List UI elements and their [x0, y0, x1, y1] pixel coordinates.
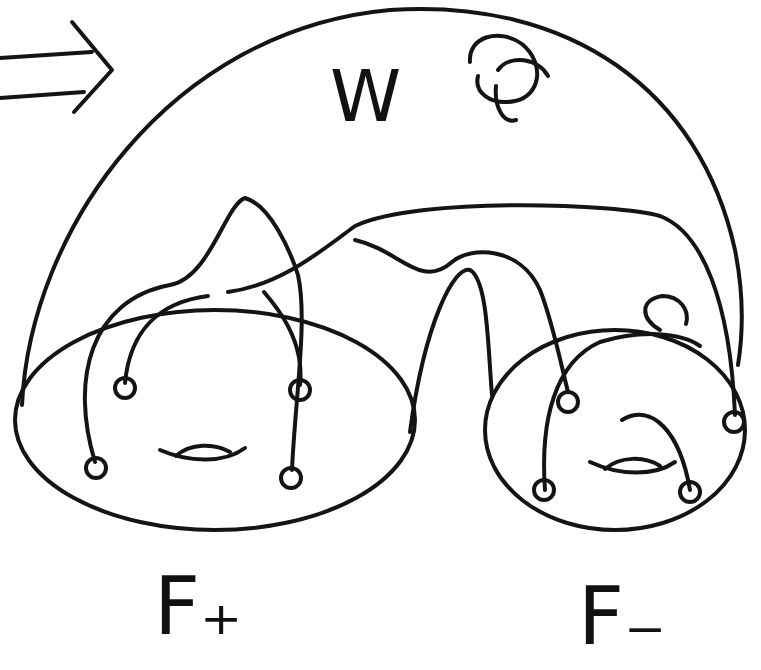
knot	[496, 86, 516, 121]
strand-endpoint	[281, 468, 301, 488]
strand-endpoint	[115, 378, 135, 398]
node-outline	[482, 325, 752, 540]
tangle-strand	[264, 292, 301, 385]
knot	[470, 36, 537, 102]
knot	[498, 60, 548, 76]
surface-label: F₊	[154, 567, 242, 647]
node-outline	[12, 305, 422, 540]
handle-hole	[160, 448, 245, 460]
handle-hole	[590, 462, 675, 473]
strand-endpoint	[534, 480, 554, 500]
tangle-strand	[544, 334, 700, 490]
cobordism-region: W	[12, 0, 752, 445]
surface-ellipse: F₋	[482, 325, 752, 540]
region-label: W	[330, 60, 401, 132]
arrow-shaft	[0, 92, 84, 98]
strand-endpoint	[558, 392, 578, 412]
tangle-strand	[622, 415, 690, 490]
strand-endpoint	[680, 482, 700, 502]
handle-hole	[605, 459, 660, 469]
node-outline-path	[15, 310, 415, 530]
tangle-strand	[645, 296, 687, 330]
surface-ellipse: F₊	[12, 305, 422, 540]
strand-endpoint	[724, 412, 744, 432]
strand-endpoint	[290, 380, 310, 400]
strand-endpoint	[86, 458, 106, 478]
node-outline-path	[485, 330, 745, 530]
tangle-strand	[355, 240, 568, 392]
tangle-strand	[228, 205, 735, 415]
handle-hole	[176, 446, 230, 456]
surface-label: F₋	[578, 577, 666, 657]
node-outline-path	[22, 9, 742, 432]
arrow-head	[72, 22, 112, 112]
arrow-shaft	[0, 52, 92, 58]
tangle-strand	[85, 198, 302, 470]
